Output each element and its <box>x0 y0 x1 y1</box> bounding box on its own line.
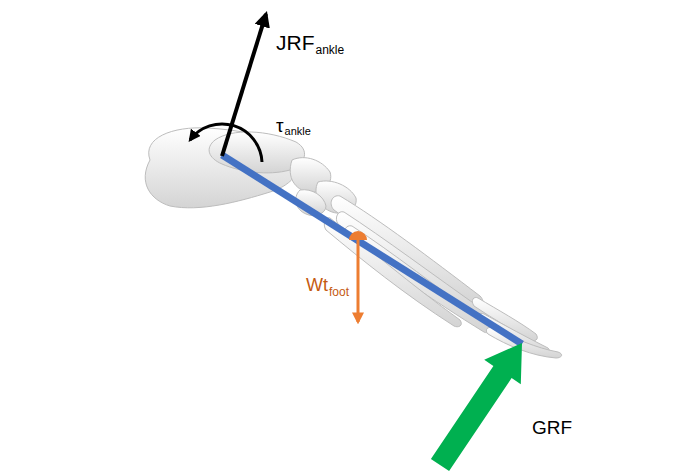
torque-arrow <box>190 124 262 162</box>
subscript: foot <box>329 286 349 298</box>
subscript: ankle <box>316 44 345 56</box>
torque-symbol: τ <box>276 116 284 135</box>
center-of-mass-marker <box>349 231 367 240</box>
weight-arrow <box>357 240 360 322</box>
segment-line <box>222 155 522 344</box>
subscript: ankle <box>285 126 311 137</box>
ground-reaction-arrow <box>431 343 522 471</box>
joint-reaction-arrow <box>222 14 266 156</box>
force-name: Wt <box>306 276 328 294</box>
force-name: GRF <box>532 418 572 437</box>
foot-bones <box>145 128 561 358</box>
force-name: JRF <box>276 32 315 53</box>
